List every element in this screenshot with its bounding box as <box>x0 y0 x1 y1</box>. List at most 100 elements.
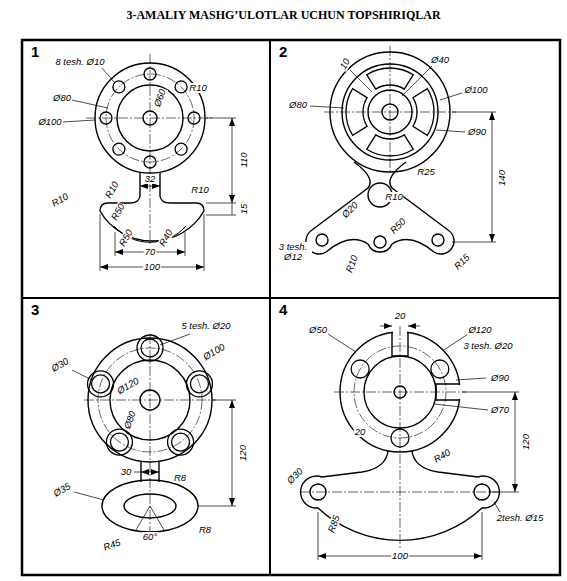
dimension-label: R45 <box>101 537 123 553</box>
dimension-label: 3 tesh. Ø20 <box>462 341 513 351</box>
dimension-line <box>310 66 496 242</box>
dimension-line <box>440 93 462 100</box>
dimension-label: 120 <box>238 444 248 462</box>
dimension-line <box>204 214 205 271</box>
center-line <box>150 54 151 246</box>
center-line <box>150 334 151 540</box>
dimension-label: R8 <box>198 525 212 535</box>
dimension-label: Ø60 <box>152 87 168 109</box>
dimension-label: 20 <box>354 427 367 437</box>
dimension-line <box>456 378 486 380</box>
dimension-label: Ø20 <box>339 199 360 220</box>
dimension-line <box>198 506 236 507</box>
window <box>413 89 434 136</box>
part-outline <box>374 236 386 248</box>
hole <box>391 429 409 447</box>
hole <box>190 375 208 393</box>
dimension-label: Ø50 <box>308 325 328 335</box>
part-outline <box>432 234 444 246</box>
dimension-label: 8 tesh. Ø10 <box>54 57 105 67</box>
center-line <box>300 326 500 548</box>
dimension-line <box>134 472 141 473</box>
dimension-label: R10 <box>188 83 207 93</box>
dimension-line <box>318 512 319 560</box>
dimension-line <box>185 232 186 256</box>
dimension-line <box>515 392 516 492</box>
hole <box>100 112 112 124</box>
dimension-line <box>115 232 116 256</box>
hole-boss <box>186 371 212 397</box>
dimension-line <box>212 400 236 401</box>
task-panel: 4 <box>270 298 560 575</box>
dimension-label: R40 <box>431 447 453 465</box>
dimension-label: 20 <box>394 311 407 321</box>
task-panel: 1 <box>22 40 270 298</box>
hole <box>175 143 187 155</box>
hole-boss <box>168 429 194 455</box>
hole <box>113 143 125 155</box>
dimension-label: 32 <box>144 174 157 184</box>
dimension-label: Ø100 <box>463 85 488 95</box>
hole-boss <box>88 371 114 397</box>
dimension-line <box>141 472 159 473</box>
dimension-label: Ø70 <box>490 405 510 415</box>
dimension-line <box>206 118 236 119</box>
dimension-label: Ø80 <box>122 409 138 431</box>
dimension-line <box>408 326 420 327</box>
part-outline <box>306 52 454 254</box>
dimension-label: R25 <box>416 167 435 177</box>
dimension-label: Ø100 <box>37 117 62 127</box>
dimension-line <box>462 392 519 393</box>
dimension-label: Ø30 <box>49 356 71 375</box>
dimension-line <box>494 502 500 512</box>
dimension-label: Ø120 <box>115 375 142 396</box>
dimension-line <box>232 203 233 215</box>
window <box>367 68 414 89</box>
hole <box>88 335 213 455</box>
dimension-line <box>232 118 233 203</box>
window <box>346 68 434 156</box>
dimension-label: R50 <box>388 216 409 237</box>
hole <box>113 81 125 93</box>
dimension-label: Ø120 <box>467 325 492 335</box>
dimension-label: R10 <box>190 185 209 195</box>
hole-boss <box>137 335 163 361</box>
dimension-label: 15 <box>239 203 249 216</box>
window <box>367 135 414 156</box>
part-outline <box>316 234 328 246</box>
hole <box>172 433 190 451</box>
hole <box>431 360 449 378</box>
dimension-line <box>434 404 488 410</box>
dimension-line <box>63 68 236 271</box>
hole <box>351 360 369 378</box>
hole-boss <box>106 429 132 455</box>
dimension-line <box>206 203 236 204</box>
window <box>346 89 367 136</box>
dimension-line <box>380 326 392 327</box>
sheet-title: 3-AMALIY MASHG’ULOTLAR UCHUN TOPSHIRIQLA… <box>0 8 567 23</box>
dimension-line <box>140 186 160 187</box>
dimension-label: 140 <box>497 169 507 187</box>
dimension-line <box>232 400 233 506</box>
hole <box>100 68 200 168</box>
hole <box>92 375 110 393</box>
part-outline <box>306 162 454 254</box>
dimension-label: 3 tesh. Ø12 <box>274 242 312 262</box>
hole <box>141 339 159 357</box>
dimension-label: 110 <box>239 151 249 168</box>
center-line <box>324 46 456 172</box>
part-outline <box>100 172 204 241</box>
panel-number: 3 <box>31 302 39 317</box>
dimension-line <box>310 106 344 108</box>
dimension-line <box>452 112 496 113</box>
center-line <box>390 46 391 172</box>
center-line <box>84 334 216 540</box>
panel-number: 2 <box>279 44 287 59</box>
dimension-label: 2tesh. Ø15 <box>496 513 544 523</box>
dimension-line <box>436 130 465 132</box>
dimension-label: Ø90 <box>467 127 487 137</box>
dimension-line <box>328 334 356 352</box>
hole <box>144 68 156 80</box>
dimension-line <box>100 214 101 271</box>
dimension-label: 10 <box>338 56 353 72</box>
